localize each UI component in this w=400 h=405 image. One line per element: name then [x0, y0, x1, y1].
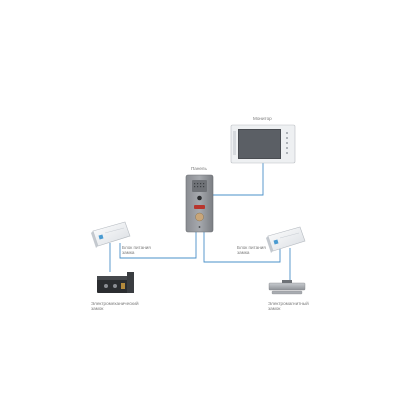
electromechanical-lock-device [97, 272, 134, 293]
psu-left-label: Блок питания замка [122, 245, 151, 256]
wires [109, 163, 291, 282]
lock-left-label-line-2: замок [91, 306, 104, 312]
wire-panel-psu-right [203, 232, 281, 263]
psu-left-label-line-2: замка [122, 250, 135, 256]
call-panel-device [185, 174, 214, 233]
psu-right-device [266, 226, 306, 253]
panel-label: Панель [191, 166, 207, 171]
monitor-device [230, 124, 296, 164]
lock-left-label: Электромеханический замок [91, 301, 139, 312]
electromagnetic-lock-device [268, 280, 306, 295]
psu-right-label-line-2: замка [237, 250, 250, 256]
wire-monitor-panel [213, 163, 264, 196]
lock-right-label: Электромагнитный замок [268, 301, 309, 312]
lock-right-label-line-2: замок [268, 306, 281, 312]
wire-panel-psu-left [119, 232, 197, 259]
psu-right-label-line-1: Блок питания [237, 245, 266, 250]
lock-right-label-line-1: Электромагнитный [268, 301, 309, 306]
psu-left-label-line-1: Блок питания [122, 245, 151, 250]
psu-right-label: Блок питания замка [237, 245, 266, 256]
lock-left-label-line-1: Электромеханический [91, 301, 139, 306]
monitor-label: Монитор [253, 116, 272, 121]
psu-left-device [91, 221, 131, 248]
